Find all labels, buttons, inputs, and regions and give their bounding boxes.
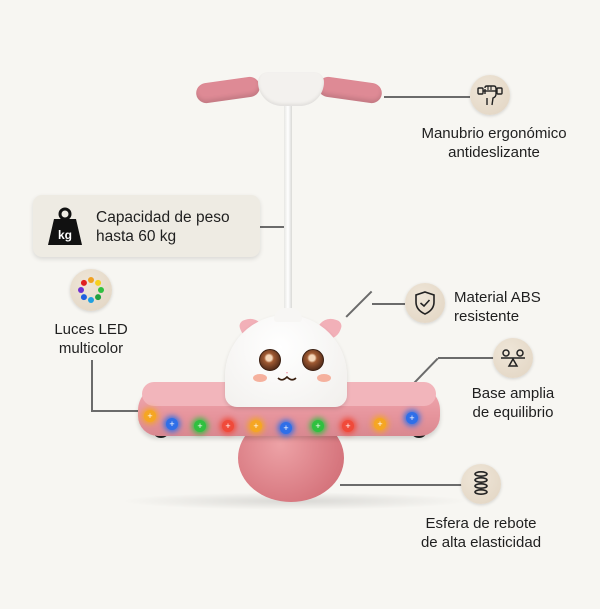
platform-led: + — [374, 418, 386, 430]
shield-check-icon — [415, 291, 435, 315]
platform-led: + — [144, 410, 156, 422]
base-icon-badge — [493, 338, 533, 378]
connector-handlebar — [384, 96, 470, 98]
platform-led: + — [250, 420, 262, 432]
platform-led: + — [194, 420, 206, 432]
connector-weight — [260, 226, 286, 228]
cat-eye-right — [302, 349, 324, 371]
connector-base-diagonal — [413, 357, 439, 384]
connector-ball — [340, 484, 464, 486]
weight-label: Capacidad de peso hasta 60 kg — [96, 209, 230, 245]
handlebar-icon-badge — [470, 75, 510, 115]
material-icon-badge — [405, 283, 445, 323]
cat-cheek-right — [317, 374, 331, 382]
dome-cap — [274, 308, 302, 322]
pogo-pole — [284, 100, 292, 320]
platform-led: + — [280, 422, 292, 434]
left-grip — [194, 75, 262, 105]
connector-material-diagonal — [345, 290, 372, 318]
right-grip — [316, 75, 384, 105]
spring-coil-icon — [474, 470, 488, 495]
cat-mouth — [277, 372, 297, 381]
weight-capacity-card: kg Capacidad de peso hasta 60 kg — [33, 195, 260, 257]
platform-led: + — [166, 418, 178, 430]
connector-material-horizontal — [372, 303, 405, 305]
ball-label: Esfera de rebote de alta elasticidad — [420, 515, 542, 551]
cat-cheek-left — [253, 374, 267, 382]
led-label: Luces LED multicolor — [54, 321, 128, 357]
platform-led: + — [222, 420, 234, 432]
svg-text:kg: kg — [58, 228, 72, 242]
kg-weight-icon: kg — [48, 207, 82, 245]
connector-led-horizontal — [91, 410, 139, 412]
ball-icon-badge — [461, 464, 501, 504]
handlebar-label: Manubrio ergonómico antideslizante — [421, 125, 567, 161]
material-label: Material ABS resistente — [454, 289, 541, 325]
platform-led: + — [342, 420, 354, 432]
cat-dome — [225, 315, 347, 407]
connector-led-vertical — [91, 360, 93, 410]
handlebar-center — [258, 72, 324, 106]
platform-led: + — [312, 420, 324, 432]
fist-grip-icon — [477, 85, 503, 106]
connector-base-horizontal — [438, 357, 494, 359]
led-ring-icon — [78, 277, 104, 303]
balance-seesaw-icon — [501, 349, 525, 367]
base-label: Base amplia de equilibrio — [471, 385, 555, 421]
led-icon-badge — [70, 269, 112, 311]
cat-eye-left — [259, 349, 281, 371]
platform-led: + — [406, 412, 418, 424]
